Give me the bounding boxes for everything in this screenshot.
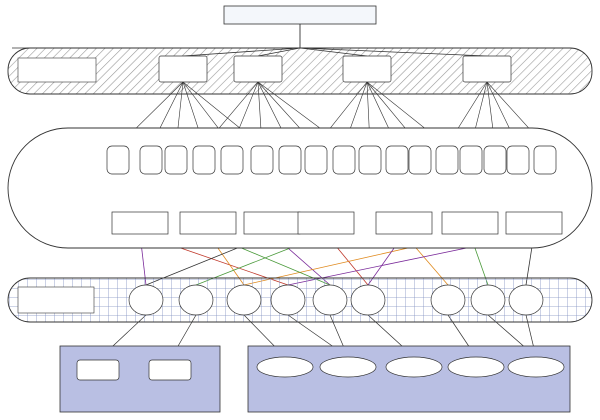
band-1-box [462, 55, 512, 83]
band-2-box [506, 145, 530, 175]
band-3-ellipse [350, 284, 386, 316]
band-3-ellipse [470, 284, 506, 316]
band-2-box [385, 145, 409, 175]
panel-right [247, 345, 571, 413]
band-2-box [139, 145, 163, 175]
band-1-box [158, 55, 208, 83]
activity-boxes [111, 211, 563, 235]
activity-box [375, 211, 433, 235]
band-2-box [220, 145, 244, 175]
band-3-ellipse [128, 284, 164, 316]
band-2-box [192, 145, 216, 175]
band-3-ellipse [508, 284, 544, 316]
panel-right-ellipse [447, 356, 505, 378]
band-3-ellipse [312, 284, 348, 316]
band-3-ellipse [270, 284, 306, 316]
band-3-items [128, 284, 544, 316]
band-2-box [250, 145, 274, 175]
band-2-box [435, 145, 459, 175]
band-2-box [483, 145, 507, 175]
band-2-box [408, 145, 432, 175]
top-title-box [223, 5, 377, 25]
band-2-box [278, 145, 302, 175]
title-branch-line [182, 47, 301, 57]
band-1-box [342, 55, 392, 83]
activity-box [441, 211, 499, 235]
panel-left-box [148, 359, 192, 381]
activity-box [111, 211, 169, 235]
activity-box [243, 211, 301, 235]
band-2-box [459, 145, 483, 175]
panel-right-ellipse [319, 356, 377, 378]
band-2-box [533, 145, 557, 175]
panel-left-box [76, 359, 120, 381]
band-3-ellipse [430, 284, 466, 316]
panel-right-boxes [256, 356, 565, 378]
title-branch-line [299, 47, 488, 57]
band-2-box [304, 145, 328, 175]
activity-box [505, 211, 563, 235]
title-branch-line [257, 47, 301, 57]
band-2-items [106, 145, 557, 175]
panel-left-boxes [76, 359, 192, 381]
band-1-box [233, 55, 283, 83]
band-2-box [358, 145, 382, 175]
band-3-ellipse [178, 284, 214, 316]
band-2-box [332, 145, 356, 175]
band-2-box [106, 145, 130, 175]
band-1-label-box [17, 57, 97, 83]
title-branch-line [299, 47, 368, 57]
band-3-label-box [17, 286, 95, 314]
activity-box [179, 211, 237, 235]
activity-box [297, 211, 355, 235]
panel-right-ellipse [256, 356, 314, 378]
band-1-items [158, 55, 512, 83]
panel-right-ellipse [507, 356, 565, 378]
band-2-box [164, 145, 188, 175]
band-3-ellipse [226, 284, 262, 316]
panel-right-ellipse [385, 356, 443, 378]
